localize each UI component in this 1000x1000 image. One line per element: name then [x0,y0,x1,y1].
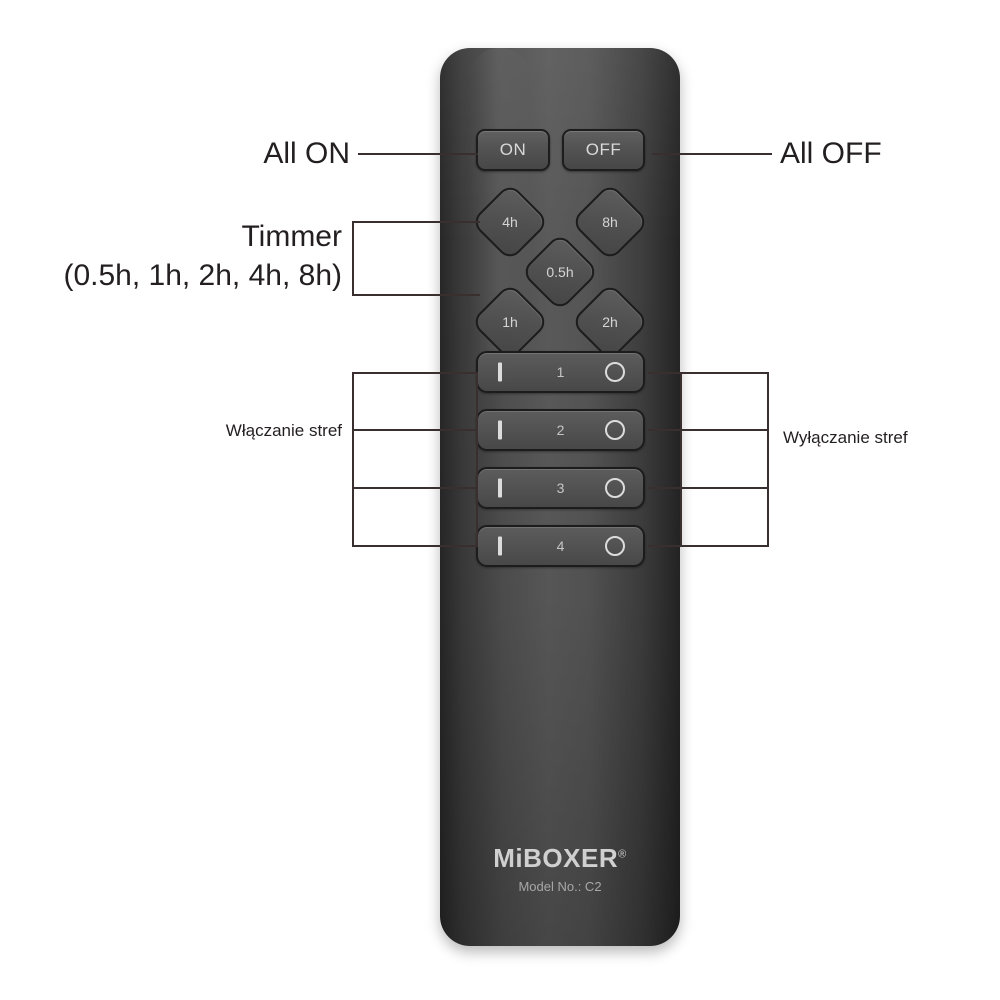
zones-off-bracket-arm-1 [648,372,769,374]
zone-3-power-on-bar-icon[interactable] [498,478,502,498]
timer-bracket-bottom-arm [352,294,480,296]
zones-on-bracket-arm-4 [352,545,478,547]
zones-on-bracket-inner-divider [476,372,478,547]
timer-button-2h-label: 2h [602,314,618,330]
zones-off-bracket-arm-4 [648,545,769,547]
zone-row-1[interactable]: 1 [476,351,645,393]
all-on-button-label: ON [499,140,527,159]
zone-2-power-on-bar-icon[interactable] [498,420,502,440]
zone-row-3[interactable]: 3 [476,467,645,509]
zones-off-bracket-arm-2 [648,429,769,431]
zones-on-bracket-arm-3 [352,487,478,489]
zones-on-bracket-arm-1 [352,372,478,374]
zone-3-power-off-circle-icon[interactable] [605,478,625,498]
zone-3-number: 3 [556,480,565,496]
all-off-button[interactable]: OFF [562,129,645,171]
brand-mark: MiBOXER® Model No.: C2 [440,843,680,894]
leader-line-all-on [358,153,478,155]
label-timer-values: (0.5h, 1h, 2h, 4h, 8h) [63,259,342,292]
zone-2-number: 2 [556,422,565,438]
zone-row-4[interactable]: 4 [476,525,645,567]
label-all-off: All OFF [780,137,882,170]
zone-1-number: 1 [556,364,565,380]
registered-trademark-icon: ® [618,848,627,861]
all-off-button-label: OFF [585,140,622,159]
zones-on-bracket-arm-2 [352,429,478,431]
zone-1-power-on-bar-icon[interactable] [498,362,502,382]
zone-4-power-off-circle-icon[interactable] [605,536,625,556]
label-zones-off: Wyłączanie stref [783,428,908,447]
zones-off-bracket-inner-divider [680,372,682,547]
zone-2-power-off-circle-icon[interactable] [605,420,625,440]
brand-logo-name: MiBOXER [493,843,619,873]
all-on-button[interactable]: ON [476,129,550,171]
timer-button-4h-label: 4h [502,214,518,230]
timer-button-8h-label: 8h [602,214,618,230]
zone-1-power-off-circle-icon[interactable] [605,362,625,382]
label-all-on: All ON [263,137,350,170]
zones-off-bracket-vertical [767,372,769,547]
zone-row-2[interactable]: 2 [476,409,645,451]
timer-button-0-5h-label: 0.5h [546,264,574,280]
zones-off-bracket-arm-3 [648,487,769,489]
timer-bracket-vertical [352,221,354,296]
timer-button-1h-label: 1h [502,314,518,330]
zones-on-bracket-vertical [352,372,354,547]
label-timer-title: Timmer [241,220,342,253]
zone-4-number: 4 [556,538,565,554]
model-number-text: Model No.: C2 [518,879,602,894]
timer-bracket-top-arm [352,221,480,223]
brand-logo-text: MiBOXER® [493,843,626,874]
zone-4-power-on-bar-icon[interactable] [498,536,502,556]
leader-line-all-off [652,153,772,155]
label-zones-on: Włączanie stref [225,421,342,440]
